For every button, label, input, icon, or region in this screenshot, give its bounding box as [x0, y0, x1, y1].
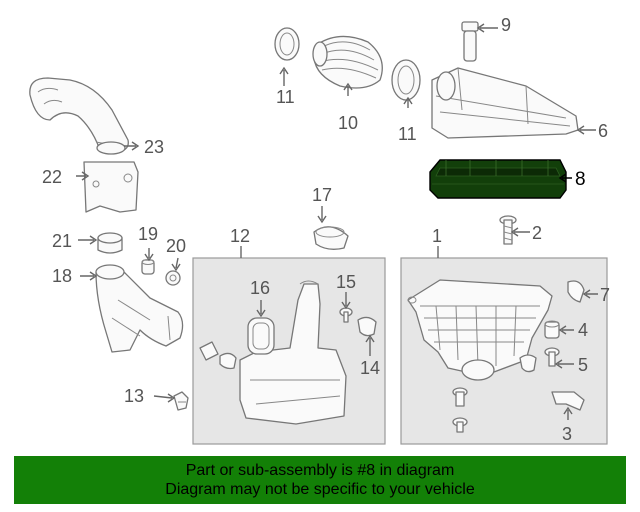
callout-21: 21: [52, 231, 72, 251]
grommet-part-21: [97, 232, 123, 254]
washer-part-20: [165, 270, 181, 286]
intake-tube-part-10: [312, 35, 383, 89]
callout-4: 4: [578, 320, 588, 340]
bolt-part-13: [173, 391, 189, 411]
callout-18: 18: [52, 266, 72, 286]
grommet-part-17: [313, 226, 349, 250]
clamp-part-11-right: [391, 59, 421, 101]
callout-23: 23: [144, 137, 164, 157]
callout-16: 16: [250, 278, 270, 298]
air-duct-part-23: [29, 77, 129, 155]
callout-13: 13: [124, 386, 144, 406]
mount-part-4: [544, 320, 560, 339]
air-cleaner-case-part-1: [407, 279, 553, 381]
bolt-part-1a: [452, 387, 468, 407]
mount-part-5: [544, 347, 560, 367]
clip-part-7: [567, 280, 585, 303]
grommet-part-1c: [519, 354, 537, 373]
callout-19: 19: [138, 224, 158, 244]
callout-22: 22: [42, 167, 62, 187]
bolt-part-2: [499, 215, 517, 245]
bracket-part-22: [83, 161, 139, 213]
callout-12: 12: [230, 226, 250, 246]
resonator-part-18: [95, 264, 184, 353]
callout-15: 15: [336, 272, 356, 292]
resonator-chamber-part-12: [239, 280, 347, 425]
air-filter-element-part-8: [429, 159, 567, 199]
air-cleaner-cover-part-6: [431, 67, 579, 139]
callout-7: 7: [600, 285, 610, 305]
exploded-parts-diagram: 11 10 11 9 6 8 2 23 22 21 19 20 18 13 17…: [29, 15, 610, 445]
grommet-part-14: [357, 316, 377, 337]
leader-lines: [76, 23, 598, 420]
callout-1: 1: [432, 226, 442, 246]
seal-part-16: [247, 317, 275, 355]
callout-2: 2: [532, 223, 542, 243]
callout-11-left: 11: [276, 87, 295, 107]
callout-8: 8: [575, 169, 586, 190]
callout-11-right: 11: [398, 124, 417, 144]
callout-3: 3: [562, 424, 572, 444]
bracket-part-3: [551, 391, 585, 411]
banner-line-1: Part or sub-assembly is #8 in diagram: [185, 462, 455, 479]
clamp-part-11-left: [274, 27, 300, 61]
callout-5: 5: [578, 355, 588, 375]
clip-part-15: [339, 307, 353, 323]
callout-10: 10: [338, 113, 358, 133]
info-banner: Part or sub-assembly is #8 in diagram Di…: [14, 456, 626, 504]
fitting-part-12a: [199, 341, 237, 370]
callout-14: 14: [360, 358, 380, 378]
clip-part-19: [141, 259, 155, 275]
sensor-part-9: [461, 21, 479, 62]
bolt-part-1b: [452, 417, 468, 433]
callout-9: 9: [501, 15, 511, 35]
callout-labels: 11 10 11 9 6 8 2 23 22 21 19 20 18 13 17…: [42, 15, 610, 444]
banner-line-2: Diagram may not be specific to your vehi…: [165, 481, 475, 498]
callout-6: 6: [598, 121, 608, 141]
callout-20: 20: [166, 236, 186, 256]
callout-17: 17: [312, 185, 332, 205]
